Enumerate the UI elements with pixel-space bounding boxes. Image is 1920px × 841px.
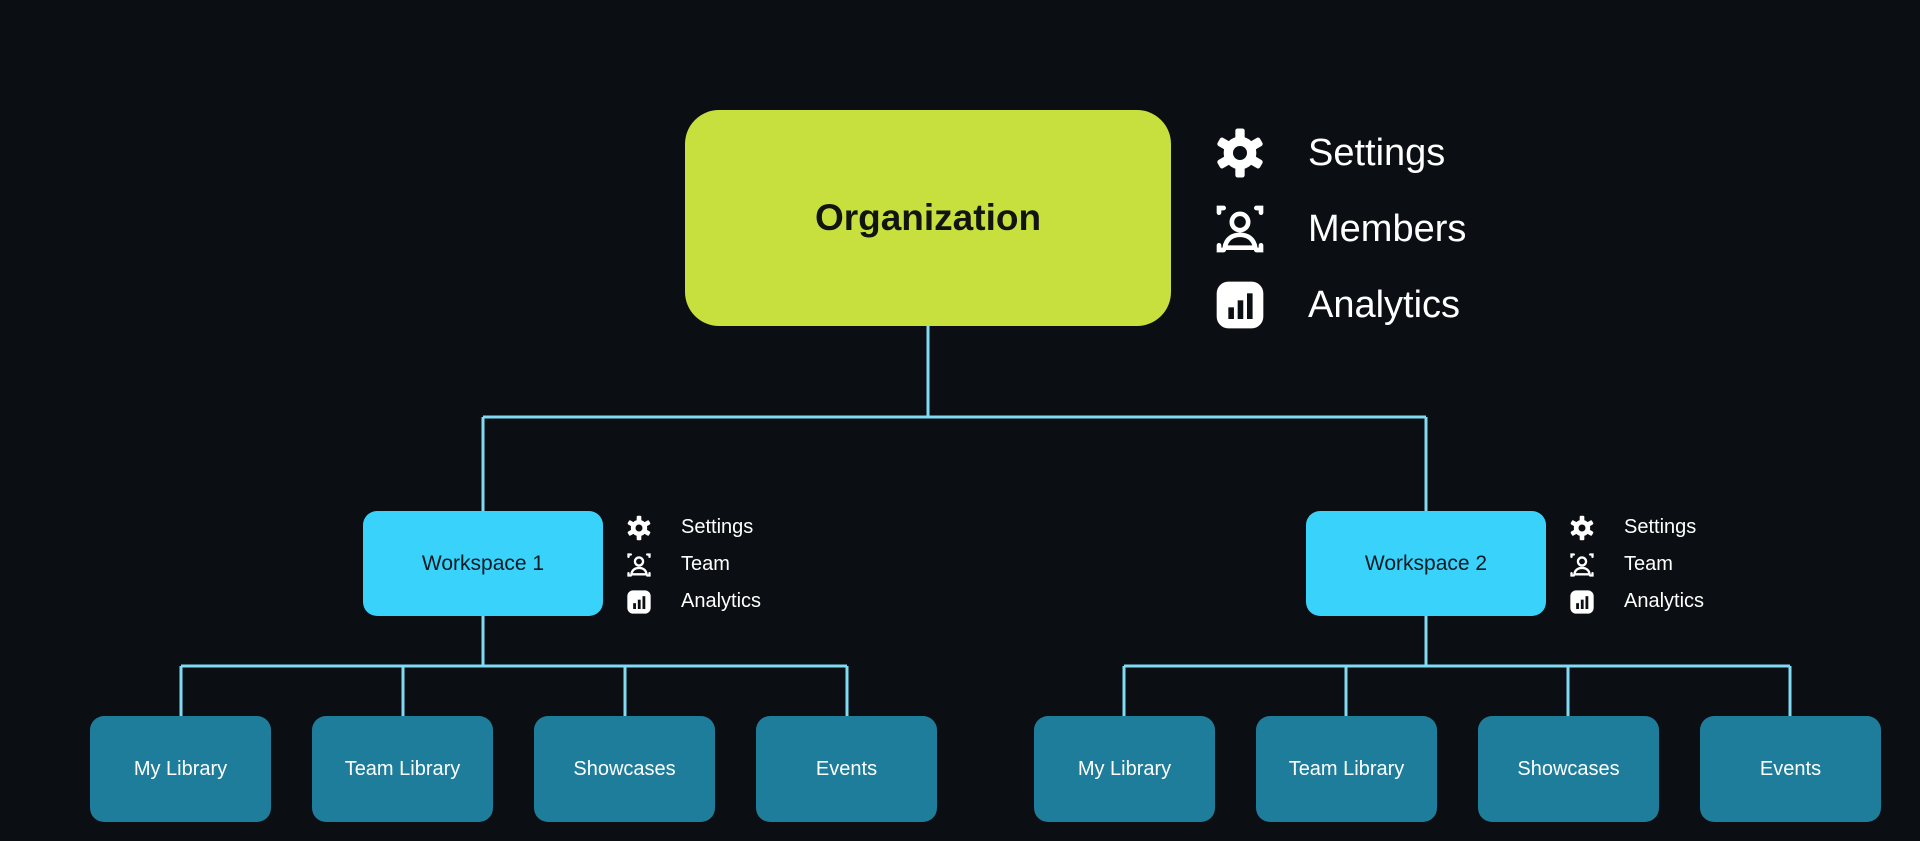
gear-icon: [1568, 514, 1596, 542]
organization-menu: Settings Members Analytics: [1212, 115, 1466, 343]
analytics-icon: [1212, 277, 1268, 333]
workspace-2-team-library-node[interactable]: Team Library: [1256, 716, 1437, 822]
workspace-2-showcases-node[interactable]: Showcases: [1478, 716, 1659, 822]
team-icon: [1568, 551, 1596, 579]
workspace-1-events-node[interactable]: Events: [756, 716, 937, 822]
organization-menu-item-analytics[interactable]: Analytics: [1212, 267, 1466, 343]
organization-menu-item-members[interactable]: Members: [1212, 191, 1466, 267]
workspace-1-menu-item-settings[interactable]: Settings: [625, 509, 761, 546]
analytics-icon: [625, 588, 653, 616]
connector-ws1-to-sections: [179, 616, 849, 716]
workspace-2-node[interactable]: Workspace 2: [1306, 511, 1546, 616]
workspace-2-events-node[interactable]: Events: [1700, 716, 1881, 822]
menu-label: Members: [1308, 207, 1467, 250]
gear-icon: [625, 514, 653, 542]
workspace-2-my-library-node[interactable]: My Library: [1034, 716, 1215, 822]
members-icon: [1212, 201, 1268, 257]
connector-ws2-to-sections: [1122, 616, 1792, 716]
workspace-1-team-library-node[interactable]: Team Library: [312, 716, 493, 822]
menu-label: Analytics: [1624, 590, 1705, 612]
workspace-1-my-library-node[interactable]: My Library: [90, 716, 271, 822]
menu-label: Analytics: [681, 590, 762, 612]
workspace-1-menu-item-analytics[interactable]: Analytics: [625, 583, 761, 620]
organization-node[interactable]: Organization: [685, 110, 1171, 326]
workspace-1-node[interactable]: Workspace 1: [363, 511, 603, 616]
menu-label: Settings: [1624, 516, 1697, 538]
team-icon: [625, 551, 653, 579]
workspace-1-showcases-node[interactable]: Showcases: [534, 716, 715, 822]
menu-label: Team: [681, 553, 730, 575]
menu-label: Settings: [1308, 131, 1446, 174]
workspace-2-menu-item-analytics[interactable]: Analytics: [1568, 583, 1704, 620]
organization-menu-item-settings[interactable]: Settings: [1212, 115, 1466, 191]
workspace-2-menu: Settings Team Analytics: [1568, 509, 1704, 620]
workspace-2-menu-item-settings[interactable]: Settings: [1568, 509, 1704, 546]
gear-icon: [1212, 125, 1268, 181]
workspace-2-menu-item-team[interactable]: Team: [1568, 546, 1704, 583]
menu-label: Team: [1624, 553, 1673, 575]
workspace-1-menu-item-team[interactable]: Team: [625, 546, 761, 583]
connector-org-to-workspaces: [481, 326, 1428, 511]
analytics-icon: [1568, 588, 1596, 616]
menu-label: Settings: [681, 516, 754, 538]
workspace-1-menu: Settings Team Analytics: [625, 509, 761, 620]
menu-label: Analytics: [1308, 283, 1461, 326]
